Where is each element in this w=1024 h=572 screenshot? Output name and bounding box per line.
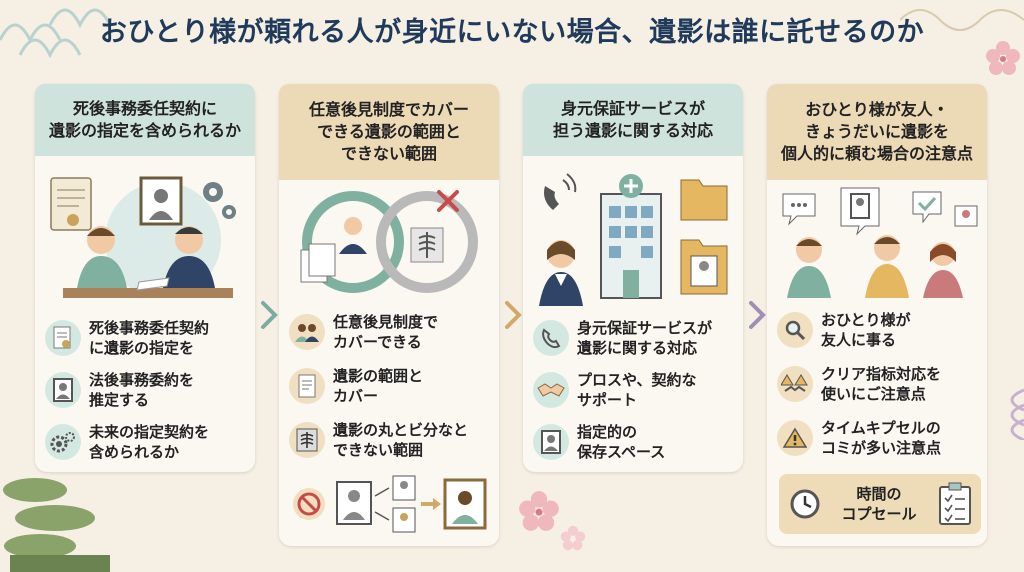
item-text: 未来の指定契約を含められるか: [89, 423, 210, 461]
item-text: 身元保証サービスが遺影に関する対応: [577, 319, 713, 357]
item-text: 死後事務委任契約に遺影の指定を: [89, 319, 210, 357]
prohibited-flow-illustration: [293, 475, 487, 533]
column-voluntary-guardianship: 任意後見制度でカバー できる遺影の範囲と できない範囲 任意後見制度でカバーでき…: [279, 84, 499, 546]
item-text: 任意後見制度でカバーできる: [333, 313, 439, 351]
item-text: おひとり様が友人に事る: [821, 311, 911, 349]
warning-handshake-icon: [777, 366, 813, 402]
list-item: おひとり様が友人に事る: [777, 310, 981, 350]
heading-line: 担う遺影に関する対応: [552, 121, 713, 140]
heading-line: 死後事務委任契約に: [72, 99, 217, 118]
sakura-flower-icon: [519, 491, 559, 531]
list-item: 身元保証サービスが遺影に関する対応: [533, 318, 737, 358]
list-item: 法後事務委約を推定する: [45, 370, 249, 410]
list-item: クリア指标対応を使いにご注意点: [777, 364, 981, 404]
wave-pattern-bottom-right: [1010, 388, 1024, 440]
sakura-flower-icon: [560, 525, 586, 551]
list-item: 遺影の丸とビ分なとできない範囲: [289, 420, 493, 460]
heading-line: 遺影の指定を含められるか: [48, 121, 241, 140]
chevron-right-icon: [261, 301, 278, 329]
heading-line: 任意後見制度でカバー: [308, 100, 469, 119]
coverage-range-illustration: [300, 190, 478, 293]
service-office-illustration: [539, 173, 728, 306]
contract-meeting-illustration: [50, 176, 236, 298]
magnifier-icon: [777, 312, 813, 348]
heading-line: できる遺影の範囲と: [317, 122, 461, 141]
frame-icon: [533, 424, 569, 460]
document-icon: [289, 368, 325, 404]
item-text: タイムキプセルのコミが多い注意点: [821, 419, 942, 457]
column-friends-siblings: おひとり様が友人・ きょうだいに遺影を 個人的に頼む場合の注意点 おひとり様が友…: [767, 84, 987, 546]
chevron-right-icon: [505, 301, 522, 329]
list-item: 死後事務委任契約に遺影の指定を: [45, 318, 249, 358]
clock-icon: [790, 489, 820, 519]
item-text: プロスや、契約なサポート: [577, 371, 697, 409]
heading-line: 個人的に頼む場合の注意点: [780, 144, 973, 163]
friends-conversation-illustration: [782, 187, 978, 298]
list-item: タイムキプセルのコミが多い注意点: [777, 418, 981, 458]
people-icon: [289, 314, 325, 350]
warning-icon: [777, 420, 813, 456]
column-heading: 死後事務委任契約に 遺影の指定を含められるか: [35, 84, 255, 156]
column-heading: 身元保証サービスが 担う遺影に関する対応: [523, 84, 743, 156]
column-heading: おひとり様が友人・ きょうだいに遺影を 個人的に頼む場合の注意点: [767, 84, 987, 180]
list-item: 指定的の保存スペース: [533, 422, 737, 462]
column-guarantor-service: 身元保証サービスが 担う遺影に関する対応 身元保証サービスが遺影に関する対応 プ…: [523, 84, 743, 472]
item-text: 遺影の範囲とカバー: [333, 367, 424, 405]
heading-line: できない範囲: [340, 144, 437, 163]
time-capsule-box: 時間のコプセール: [779, 474, 981, 534]
item-text: 時間のコプセール: [841, 485, 917, 523]
list-item: 遺影の範囲とカバー: [289, 366, 493, 406]
chevron-right-icon: [749, 301, 766, 329]
list-item: 未来の指定契約を含められるか: [45, 422, 249, 462]
phone-icon: [533, 320, 569, 356]
heading-line: おひとり様が友人・: [805, 100, 949, 119]
page-title: おひとり様が頼れる人が身近にいない場合、遺影は誰に託せるのか: [99, 17, 925, 48]
portrait-icon: [45, 372, 81, 408]
wave-pattern-top-right: [900, 9, 1024, 31]
wave-pattern-top-left: [0, 8, 110, 59]
item-text: 法後事務委約を推定する: [89, 371, 195, 409]
contract-icon: [45, 320, 81, 356]
xray-icon: [289, 422, 325, 458]
item-text: クリア指标対応を使いにご注意点: [821, 365, 942, 403]
gear-icon: [45, 424, 81, 460]
column-posthumous-contract: 死後事務委任契約に 遺影の指定を含められるか 死後事務委任契約に遺影の指定を 法…: [35, 84, 255, 472]
list-item: 任意後見制度でカバーできる: [289, 312, 493, 352]
column-heading: 任意後見制度でカバー できる遺影の範囲と できない範囲: [279, 84, 499, 180]
item-text: 遺影の丸とビ分なとできない範囲: [333, 421, 469, 459]
heading-line: きょうだいに遺影を: [804, 122, 949, 141]
handshake-icon: [533, 372, 569, 408]
heading-line: 身元保証サービスが: [560, 99, 705, 118]
pine-tree-icon: [3, 478, 110, 572]
sakura-flower-icon: [986, 41, 1020, 75]
checklist-icon: [939, 482, 971, 525]
list-item: プロスや、契約なサポート: [533, 370, 737, 410]
item-text: 指定的の保存スペース: [577, 423, 666, 461]
